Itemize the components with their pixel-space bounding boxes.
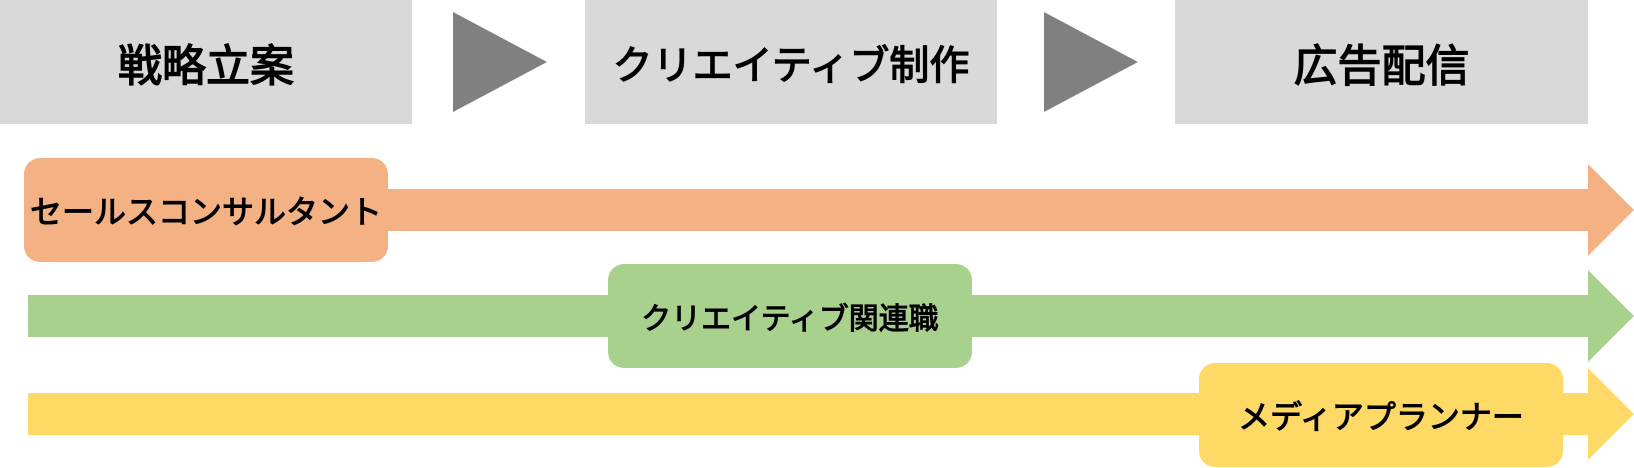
stage-label: 広告配信: [1293, 41, 1470, 92]
stage-arrow-shape: [453, 12, 547, 112]
role-label-sales-consultant: セールスコンサルタント: [24, 158, 388, 262]
stage-creative-production: クリエイティブ制作: [585, 0, 997, 124]
stage-arrow-right-icon: [453, 12, 547, 112]
stage-label: 戦略立案: [118, 41, 294, 92]
role-span-arrow-media: [28, 368, 1634, 460]
role-label-creative-staff: クリエイティブ関連職: [608, 264, 972, 368]
role-label-text: クリエイティブ関連職: [641, 302, 939, 337]
stage-ad-delivery: 広告配信: [1175, 0, 1588, 124]
stage-arrow-shape: [1044, 12, 1138, 112]
stage-strategy: 戦略立案: [0, 0, 412, 124]
role-label-text: セールスコンサルタント: [29, 193, 382, 231]
stage-label: クリエイティブ制作: [612, 43, 970, 89]
role-label-text: メディアプランナー: [1238, 398, 1524, 436]
stage-arrow-right-icon: [1044, 12, 1138, 112]
span-arrow-shape: [28, 368, 1634, 460]
role-label-media-planner: メディアプランナー: [1199, 363, 1563, 467]
span-arrow-shape: [28, 164, 1634, 256]
role-span-arrow-sales: [28, 164, 1634, 256]
